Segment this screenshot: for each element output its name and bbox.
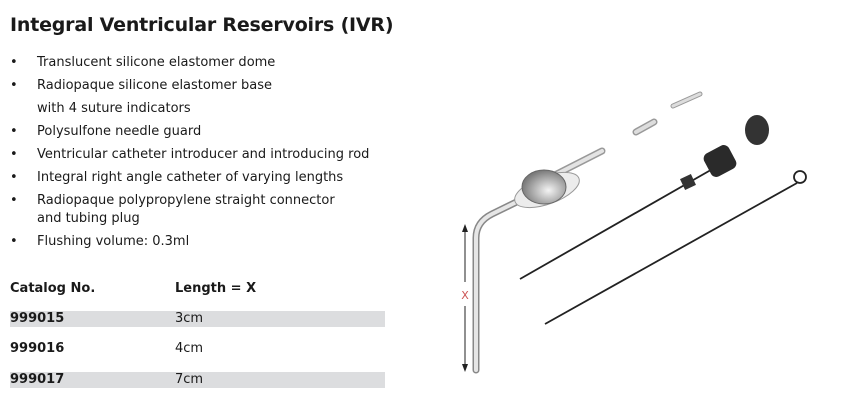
length-value: 3cm (175, 311, 204, 326)
table-row: 999015 3cm (10, 311, 385, 327)
length-value: 4cm (175, 341, 204, 356)
feature-text: Integral right angle catheter of varying… (37, 170, 344, 185)
table-row: 999017 7cm (10, 372, 385, 388)
reservoir-dome (514, 169, 580, 209)
dimension-label: X (461, 289, 469, 302)
bullet: • (10, 193, 18, 208)
feature-text: Radiopaque polypropylene straight connec… (37, 193, 335, 208)
feature-text: Polysulfone needle guard (37, 124, 202, 139)
dimension-arrow: X (461, 224, 469, 372)
introducing-rod (544, 170, 807, 325)
column-header-catalog: Catalog No. (10, 281, 96, 296)
connector-pieces (632, 91, 703, 136)
catalog-number: 999016 (10, 341, 65, 356)
catheter-introducer (519, 115, 769, 280)
bullet: • (10, 147, 18, 162)
bullet: • (10, 170, 18, 185)
bullet: • (10, 78, 18, 93)
table-row: 999016 4cm (10, 341, 385, 357)
feature-text: Flushing volume: 0.3ml (37, 234, 190, 249)
feature-text: Translucent silicone elastomer dome (37, 55, 276, 70)
feature-text: with 4 suture indicators (37, 101, 191, 116)
bullet: • (10, 234, 18, 249)
length-value: 7cm (175, 372, 204, 387)
catalog-number: 999015 (10, 311, 65, 326)
bullet: • (10, 55, 18, 70)
column-header-length: Length = X (175, 281, 257, 296)
page-title: Integral Ventricular Reservoirs (IVR) (10, 14, 394, 36)
feature-text: and tubing plug (37, 211, 140, 226)
feature-text: Radiopaque silicone elastomer base (37, 78, 272, 93)
feature-text: Ventricular catheter introducer and intr… (37, 147, 370, 162)
bullet: • (10, 124, 18, 139)
catalog-number: 999017 (10, 372, 65, 387)
